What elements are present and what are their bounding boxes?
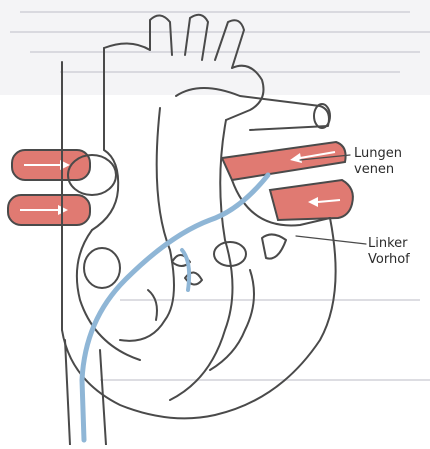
label-left-atrium-line1: Linker bbox=[368, 236, 410, 252]
right-atrium-wall bbox=[92, 150, 118, 230]
label-pulmonary-veins-line2: venen bbox=[354, 162, 402, 178]
left-pulmonary-veins bbox=[8, 150, 90, 225]
mitral-valve-right bbox=[262, 234, 286, 258]
paper-shading bbox=[0, 0, 430, 95]
septum-left bbox=[120, 108, 174, 341]
label-pulmonary-veins-line1: Lungen bbox=[354, 146, 402, 162]
vein-upper-right bbox=[222, 142, 346, 180]
label-left-atrium: Linker Vorhof bbox=[368, 236, 410, 268]
leader-line-left-atrium bbox=[296, 236, 366, 244]
papillary-muscle bbox=[148, 290, 157, 320]
label-pulmonary-veins: Lungen venen bbox=[354, 146, 402, 178]
right-pulmonary-veins bbox=[222, 142, 353, 220]
tricuspid-valve bbox=[84, 248, 120, 288]
label-left-atrium-line2: Vorhof bbox=[368, 252, 410, 268]
vein-lower-right bbox=[270, 180, 353, 220]
